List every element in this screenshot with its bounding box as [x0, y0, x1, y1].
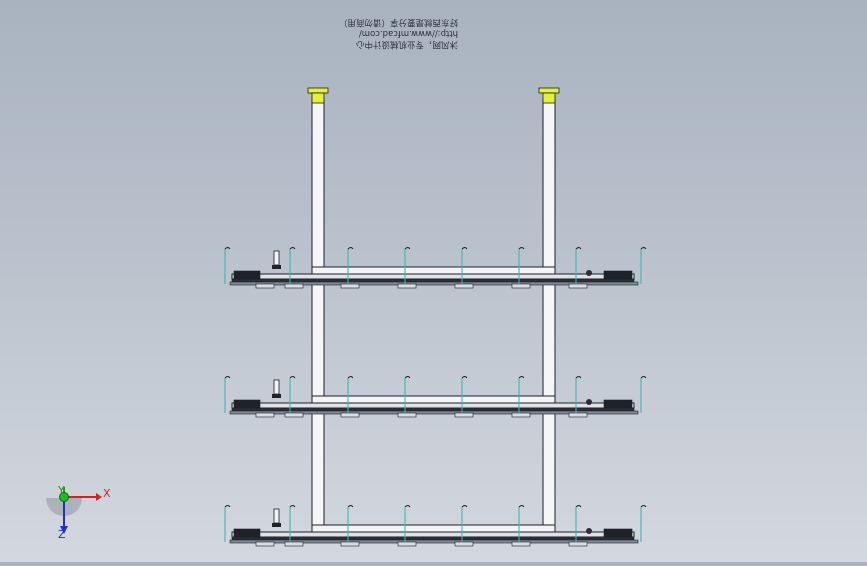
- nut: [586, 399, 592, 405]
- watermark-line: http://www.mfcad.com/: [358, 28, 458, 38]
- rail-bracket: [511, 541, 531, 547]
- knob-stem: [273, 508, 280, 524]
- hanger-hook: [461, 247, 468, 250]
- knob-base: [272, 394, 281, 398]
- hanger-hook: [575, 247, 582, 250]
- end-block-left: [233, 270, 261, 280]
- hanger-hook: [461, 376, 468, 379]
- watermark-line: 好东西就是要分享（请勿商用）: [338, 17, 458, 27]
- hanger-hook: [461, 505, 468, 508]
- vertical-post: [311, 99, 325, 531]
- nut: [586, 270, 592, 276]
- x-axis-head: [96, 493, 102, 501]
- rail-bracket: [568, 541, 588, 547]
- shelf-tiers: [224, 247, 647, 547]
- end-block-left: [233, 399, 261, 409]
- shelf-tier: [224, 376, 647, 418]
- y-axis-label: Y: [58, 484, 65, 497]
- hanger-hook: [575, 376, 582, 379]
- hanger-hook: [640, 505, 647, 508]
- rail-bracket: [454, 283, 474, 289]
- rail-bracket: [255, 541, 275, 547]
- rail-bracket: [284, 541, 304, 547]
- rail-bracket: [255, 283, 275, 289]
- hanger-hook: [289, 505, 296, 508]
- shelf-tier: [224, 505, 647, 547]
- hanger-hook: [224, 505, 231, 508]
- hanger-hook: [404, 376, 411, 379]
- nut: [586, 528, 592, 534]
- knob-stem: [273, 250, 280, 266]
- post-cap-plate: [307, 87, 329, 94]
- rail-channel: [231, 278, 635, 283]
- rail-bracket: [255, 412, 275, 418]
- hanger-hook: [347, 376, 354, 379]
- hanger-hook: [640, 247, 647, 250]
- rail-channel: [231, 536, 635, 541]
- hanger-hook: [518, 376, 525, 379]
- rail-bracket: [340, 541, 360, 547]
- rail-bracket: [340, 412, 360, 418]
- end-block-left: [233, 528, 261, 538]
- axis-triad-icon[interactable]: [44, 478, 114, 546]
- end-block-right: [603, 270, 633, 280]
- rail-bracket: [511, 412, 531, 418]
- hanger-hook: [347, 247, 354, 250]
- watermark-line: 沐风网，专业机械设计中心: [355, 39, 458, 49]
- rail-bracket: [454, 412, 474, 418]
- rail-bracket: [454, 541, 474, 547]
- rail-base: [229, 281, 639, 286]
- z-axis-head: [60, 526, 68, 534]
- watermark-text: 沐风网，专业机械设计中心 http://www.mfcad.com/ 好东西就是…: [293, 16, 458, 49]
- hanger-hook: [289, 376, 296, 379]
- vertical-post: [542, 99, 556, 531]
- end-block-right: [603, 399, 633, 409]
- hanger-hook: [224, 247, 231, 250]
- hanger-hook: [289, 247, 296, 250]
- z-axis-label: Z: [58, 528, 66, 541]
- rail-bracket: [397, 541, 417, 547]
- rail-bracket: [397, 412, 417, 418]
- end-block-right: [603, 528, 633, 538]
- knob-base: [272, 523, 281, 527]
- hanger-hook: [518, 505, 525, 508]
- hanger-hook: [518, 247, 525, 250]
- hanger-hook: [404, 247, 411, 250]
- rail-bracket: [568, 412, 588, 418]
- rail-bracket: [340, 283, 360, 289]
- knob-stem: [273, 379, 280, 395]
- hanger-hook: [404, 505, 411, 508]
- main-rail: [231, 531, 635, 538]
- post-cap-plate: [538, 87, 560, 94]
- hanger-hook: [640, 376, 647, 379]
- rail-base: [229, 410, 639, 415]
- main-rail: [231, 273, 635, 280]
- hanger-hook: [575, 505, 582, 508]
- knob-base: [272, 265, 281, 269]
- rail-bracket: [568, 283, 588, 289]
- hanger-hook: [347, 505, 354, 508]
- x-axis-label: X: [103, 487, 111, 500]
- rail-bracket: [511, 283, 531, 289]
- main-rail: [231, 402, 635, 409]
- triad-origin: [59, 492, 69, 502]
- rail-base: [229, 539, 639, 544]
- rail-bracket: [284, 283, 304, 289]
- vertical-posts: [307, 87, 560, 531]
- post-cap: [542, 92, 556, 104]
- shelf-tier: [224, 247, 647, 289]
- rail-channel: [231, 407, 635, 412]
- rail-bracket: [284, 412, 304, 418]
- post-cap: [311, 92, 325, 104]
- rail-bracket: [397, 283, 417, 289]
- hanger-hook: [224, 376, 231, 379]
